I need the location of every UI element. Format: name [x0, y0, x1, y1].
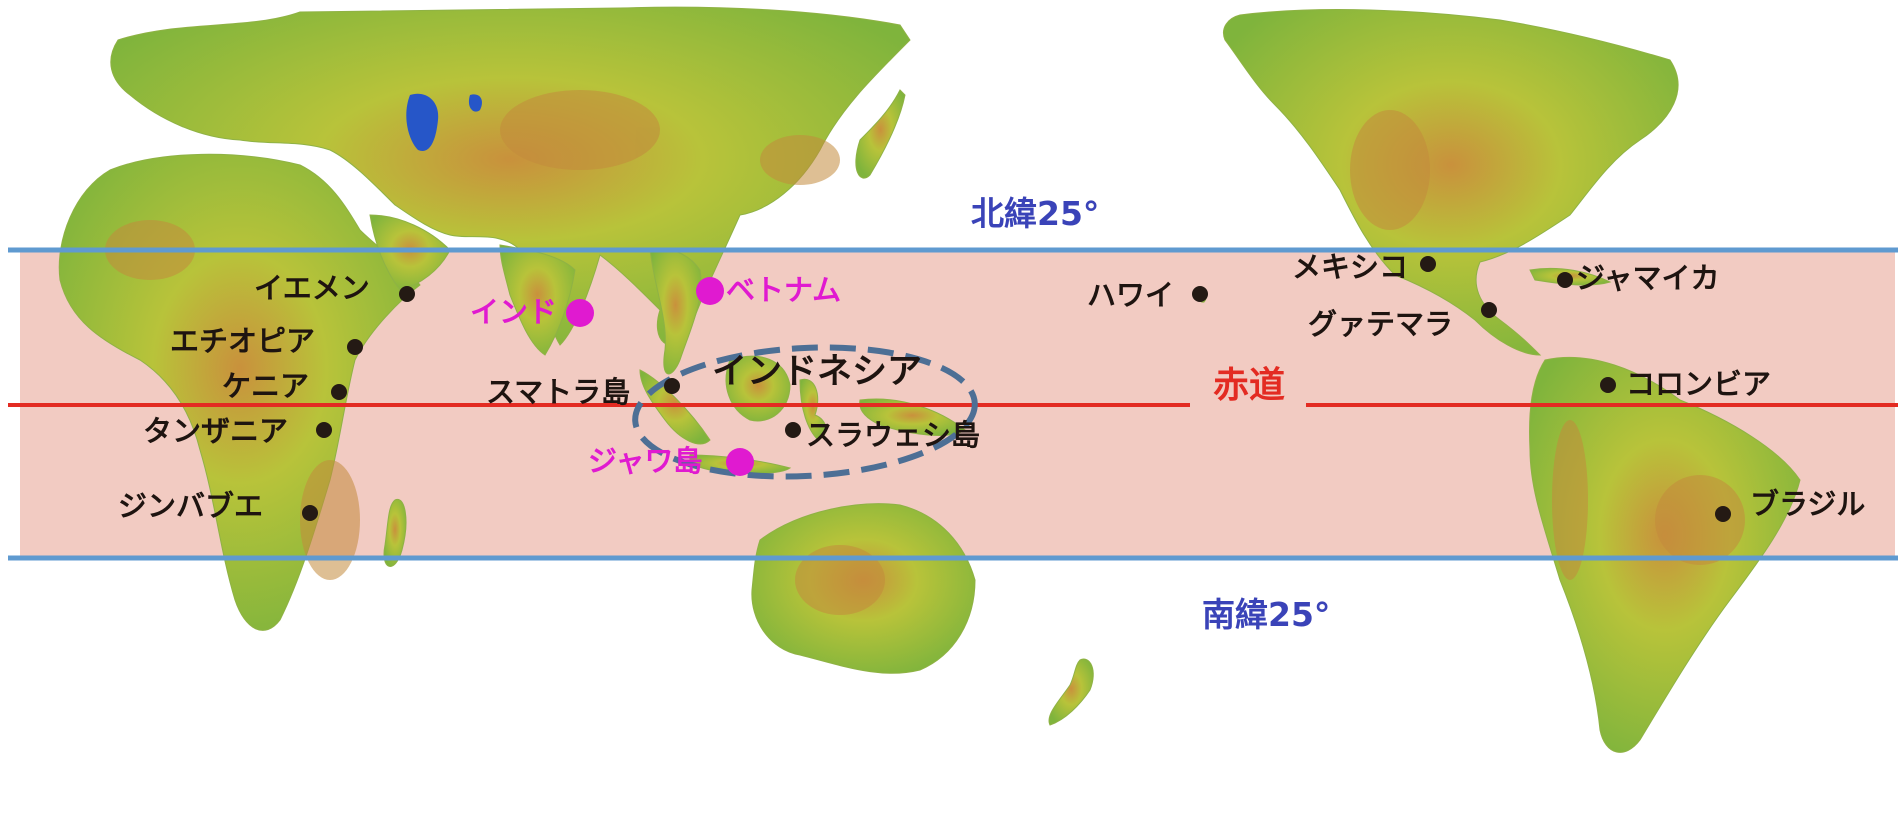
place-dot-yemen: [399, 286, 415, 302]
place-label-hawaii: ハワイ: [1087, 278, 1175, 312]
new-zealand: [1048, 658, 1094, 726]
se-asia-peninsula: [649, 248, 702, 375]
place-dot-brazil: [1715, 506, 1731, 522]
place-label-ethiopia: エチオピア: [170, 324, 316, 358]
place-label-colombia: コロンビア: [1626, 367, 1772, 401]
place-dot-tanzania: [316, 422, 332, 438]
place-dot-kenya: [331, 384, 347, 400]
madagascar: [383, 498, 407, 567]
place-dot-jamaica: [1557, 272, 1573, 288]
north-latitude-label: 北緯25°: [971, 194, 1100, 233]
place-dot-vietnam: [696, 277, 724, 305]
place-dot-java: [726, 448, 754, 476]
south-america-landmass: [1529, 356, 1801, 753]
place-dot-mexico: [1420, 256, 1436, 272]
place-label-jamaica: ジャマイカ: [1576, 261, 1720, 295]
place-label-sulawesi: スラウェシ島: [806, 418, 981, 452]
place-label-vietnam: ベトナム: [726, 273, 842, 307]
place-label-yemen: イエメン: [254, 271, 370, 305]
place-label-india: インド: [470, 295, 558, 329]
aral-sea: [468, 94, 482, 112]
caspian-sea: [406, 93, 439, 151]
south-latitude-label: 南緯25°: [1202, 595, 1331, 634]
place-dot-sumatra: [664, 378, 680, 394]
place-label-brazil: ブラジル: [1750, 487, 1866, 521]
indonesia-label: インドネシア: [712, 352, 923, 392]
place-dot-zimbabwe: [302, 505, 318, 521]
sulawesi: [799, 378, 827, 441]
place-dot-colombia: [1600, 377, 1616, 393]
place-label-sumatra: スマトラ島: [486, 375, 631, 409]
place-dot-guatemala: [1481, 302, 1497, 318]
place-label-mexico: メキシコ: [1292, 250, 1409, 284]
place-dot-india: [566, 299, 594, 327]
place-dot-ethiopia: [347, 339, 363, 355]
place-label-java: ジャワ島: [588, 444, 703, 478]
japan: [855, 89, 906, 179]
place-label-guatemala: グァテマラ: [1308, 307, 1454, 341]
equator-label: 赤道: [1213, 365, 1286, 406]
india-landmass: [499, 244, 576, 356]
place-dot-hawaii: [1192, 286, 1208, 302]
eurasia-landmass: [110, 6, 911, 346]
place-label-zimbabwe: ジンバブエ: [118, 489, 264, 523]
place-label-kenya: ケニア: [222, 369, 310, 403]
place-label-tanzania: タンザニア: [143, 414, 289, 448]
place-dot-sulawesi: [785, 422, 801, 438]
indonesia-outline: [632, 344, 978, 480]
